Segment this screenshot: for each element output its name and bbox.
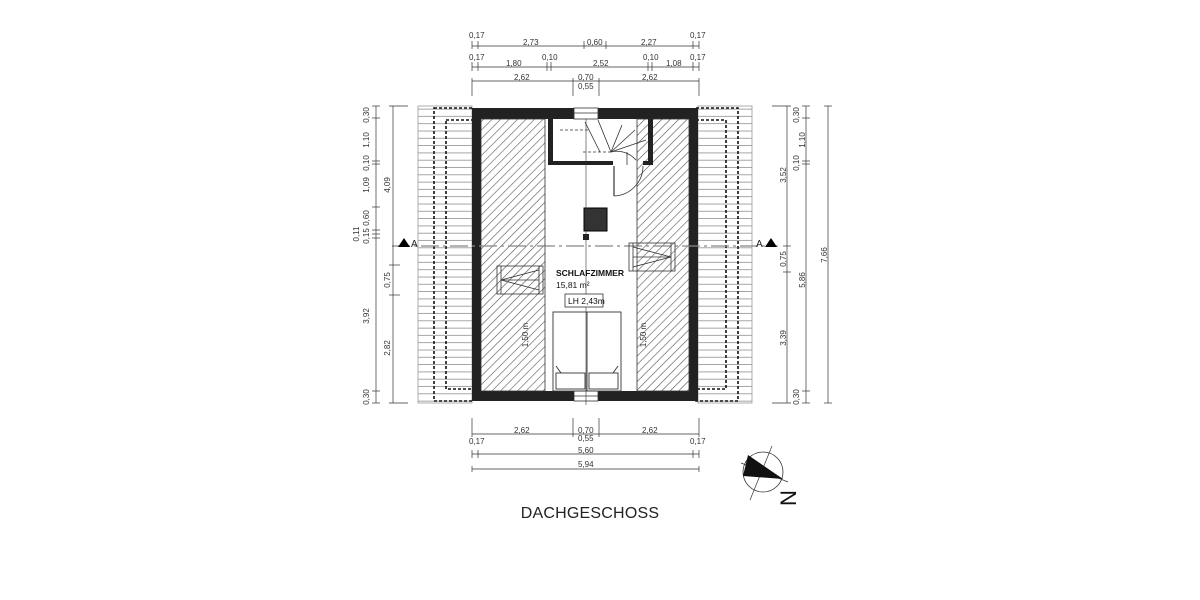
right-dimension-labels: 3,52 0,75 3,39 0,30 1,10 0,10 5,86 0,30 … — [779, 107, 829, 405]
svg-text:0,30: 0,30 — [792, 389, 801, 405]
left-dimensions — [372, 105, 408, 404]
svg-text:2,73: 2,73 — [523, 38, 539, 47]
skylight-right — [628, 242, 676, 272]
svg-text:2,62: 2,62 — [514, 426, 530, 435]
svg-text:A: A — [756, 239, 763, 250]
svg-text:4,09: 4,09 — [383, 177, 392, 193]
section-marker-right: A — [756, 238, 777, 250]
chimney — [583, 207, 608, 232]
svg-text:7,66: 7,66 — [820, 247, 829, 263]
top-dimension-labels: 0,17 2,73 0,60 2,27 0,17 0,17 1,80 0,10 … — [469, 31, 706, 91]
roof-overhang-right — [697, 105, 753, 404]
svg-text:0,30: 0,30 — [792, 107, 801, 123]
svg-text:0,10: 0,10 — [362, 155, 371, 171]
svg-text:5,60: 5,60 — [578, 446, 594, 455]
svg-text:0,70: 0,70 — [578, 73, 594, 82]
svg-text:0,10: 0,10 — [792, 155, 801, 171]
svg-text:0,17: 0,17 — [469, 31, 485, 40]
svg-text:0,17: 0,17 — [469, 53, 485, 62]
svg-text:5,86: 5,86 — [798, 272, 807, 288]
svg-text:0,17: 0,17 — [690, 53, 706, 62]
clear-height: LH 2,43m — [568, 296, 605, 306]
svg-text:3,92: 3,92 — [362, 308, 371, 324]
room-area: 15,81 m² — [556, 280, 590, 290]
svg-text:2,62: 2,62 — [642, 73, 658, 82]
svg-text:0,55: 0,55 — [578, 434, 594, 443]
svg-text:A: A — [411, 239, 418, 250]
svg-text:0,30: 0,30 — [362, 107, 371, 123]
svg-text:0,30: 0,30 — [362, 389, 371, 405]
svg-text:3,52: 3,52 — [779, 167, 788, 183]
svg-text:2,82: 2,82 — [383, 340, 392, 356]
left-dimension-labels: 0,30 1,10 0,10 1,09 0,60 0,15 0,11 3,92 … — [352, 107, 392, 405]
svg-text:1,10: 1,10 — [798, 132, 807, 148]
svg-text:0,75: 0,75 — [779, 251, 788, 267]
dashed-outline-right — [695, 107, 739, 402]
bottom-dimension-labels: 2,62 0,70 0,55 2,62 0,17 5,60 0,17 5,94 — [469, 426, 706, 469]
stair-enclosure — [548, 119, 653, 197]
bottom-dimensions — [471, 418, 700, 472]
svg-text:0,10: 0,10 — [643, 53, 659, 62]
svg-text:0,15: 0,15 — [362, 228, 371, 244]
svg-text:2,52: 2,52 — [593, 59, 609, 68]
svg-text:1,09: 1,09 — [362, 177, 371, 193]
svg-text:0,11: 0,11 — [352, 226, 361, 242]
svg-text:2,62: 2,62 — [642, 426, 658, 435]
roof-overhang-left — [417, 105, 473, 404]
room-name: SCHLAFZIMMER — [556, 268, 624, 278]
svg-text:0,75: 0,75 — [383, 272, 392, 288]
svg-text:0,70: 0,70 — [578, 426, 594, 435]
svg-text:5,94: 5,94 — [578, 460, 594, 469]
low-height-left: 1,50 m — [521, 322, 530, 347]
double-bed — [552, 311, 622, 392]
svg-text:2,62: 2,62 — [514, 73, 530, 82]
svg-text:0,10: 0,10 — [542, 53, 558, 62]
exterior-walls — [472, 108, 698, 401]
svg-text:0,17: 0,17 — [690, 31, 706, 40]
svg-text:0,60: 0,60 — [362, 210, 371, 226]
svg-text:0,60: 0,60 — [587, 38, 603, 47]
low-height-right: 1,50 m — [639, 322, 648, 347]
svg-text:0,17: 0,17 — [469, 437, 485, 446]
skylight-left — [496, 265, 544, 295]
north-arrow: N — [740, 445, 801, 506]
svg-text:0,17: 0,17 — [690, 437, 706, 446]
hatched-area-left — [480, 118, 546, 392]
svg-text:0,55: 0,55 — [578, 82, 594, 91]
svg-text:3,39: 3,39 — [779, 330, 788, 346]
right-dimensions — [772, 105, 832, 404]
section-marker-left: A — [398, 238, 418, 250]
top-dimensions — [471, 41, 700, 96]
svg-text:1,08: 1,08 — [666, 59, 682, 68]
drawing-title: DACHGESCHOSS — [520, 505, 660, 522]
svg-text:2,27: 2,27 — [641, 38, 657, 47]
svg-text:N: N — [776, 490, 801, 506]
svg-text:1,10: 1,10 — [362, 132, 371, 148]
window-top — [573, 107, 599, 120]
svg-text:1,80: 1,80 — [506, 59, 522, 68]
